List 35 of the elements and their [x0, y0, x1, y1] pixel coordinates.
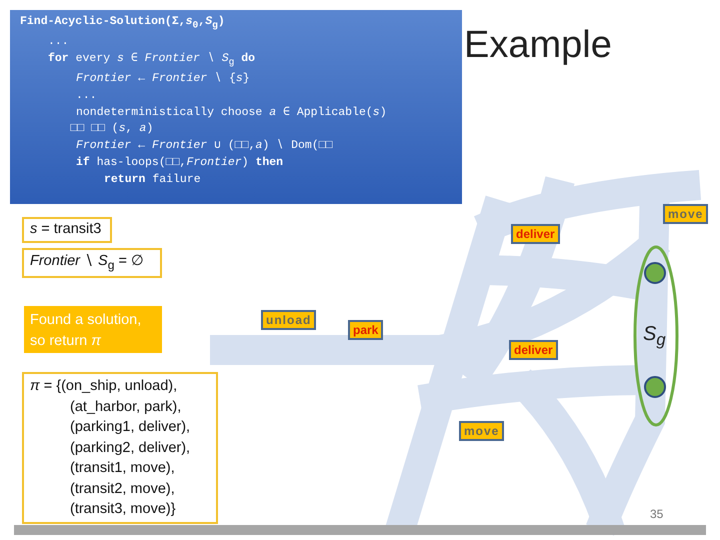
code-line: for every s ∈ Frontier ∖ S$_{g}$ do	[47, 50, 256, 70]
code-line: ...	[75, 88, 98, 104]
policy-line: (transit1, move),	[69, 459, 176, 478]
box-text: s = transit3	[30, 221, 102, 237]
policy-line: (parking2, deliver),	[69, 438, 192, 458]
text-box	[22, 248, 162, 278]
code-line: ...	[47, 34, 70, 50]
policy-line: (parking1, deliver),	[69, 418, 192, 437]
code-line: Frontier ← Frontier ∖ {s}	[75, 70, 251, 87]
policy-line: (transit3, move)}	[69, 500, 177, 519]
box-text: Frontier ∖ S$_{g}$ = ∅	[30, 253, 144, 269]
code-line: nondeterministically choose a ∈ Applicable(s)	[75, 104, 388, 121]
code-line: Find-Acyclic-Solution(Σ,s$_{0}$,S$_{g}$)	[20, 14, 226, 32]
text-box	[22, 372, 218, 524]
code-line: return failure	[103, 172, 202, 188]
text-box	[22, 217, 112, 243]
action-label: move	[663, 204, 708, 224]
policy-line: (transit2, move),	[69, 480, 176, 498]
action-label: deliver	[509, 340, 558, 360]
action-label: deliver	[511, 224, 560, 244]
result-note	[24, 306, 162, 353]
code-line: Frontier ← Frontier ∪ (□□,a) ∖ Dom(□□	[75, 138, 334, 154]
code-line: □□ □□ (s, a)	[69, 121, 154, 138]
slide-title: Example	[464, 24, 612, 67]
goal-set-ellipse	[633, 245, 679, 427]
action-label: move	[459, 421, 504, 441]
pseudocode-panel	[10, 10, 462, 204]
action-label: park	[348, 320, 384, 340]
page-number: 35	[650, 507, 664, 521]
action-label: unload	[261, 310, 316, 330]
note-text: Found a solution, so return π	[30, 312, 142, 349]
code-line: if has-loops(□□,Frontier) then	[75, 154, 284, 171]
goal-set-label: S$_{g}$	[643, 323, 666, 350]
policy-line: π = {(on_ship, unload),	[30, 377, 178, 396]
policy-line: (at_harbor, park),	[69, 398, 182, 416]
